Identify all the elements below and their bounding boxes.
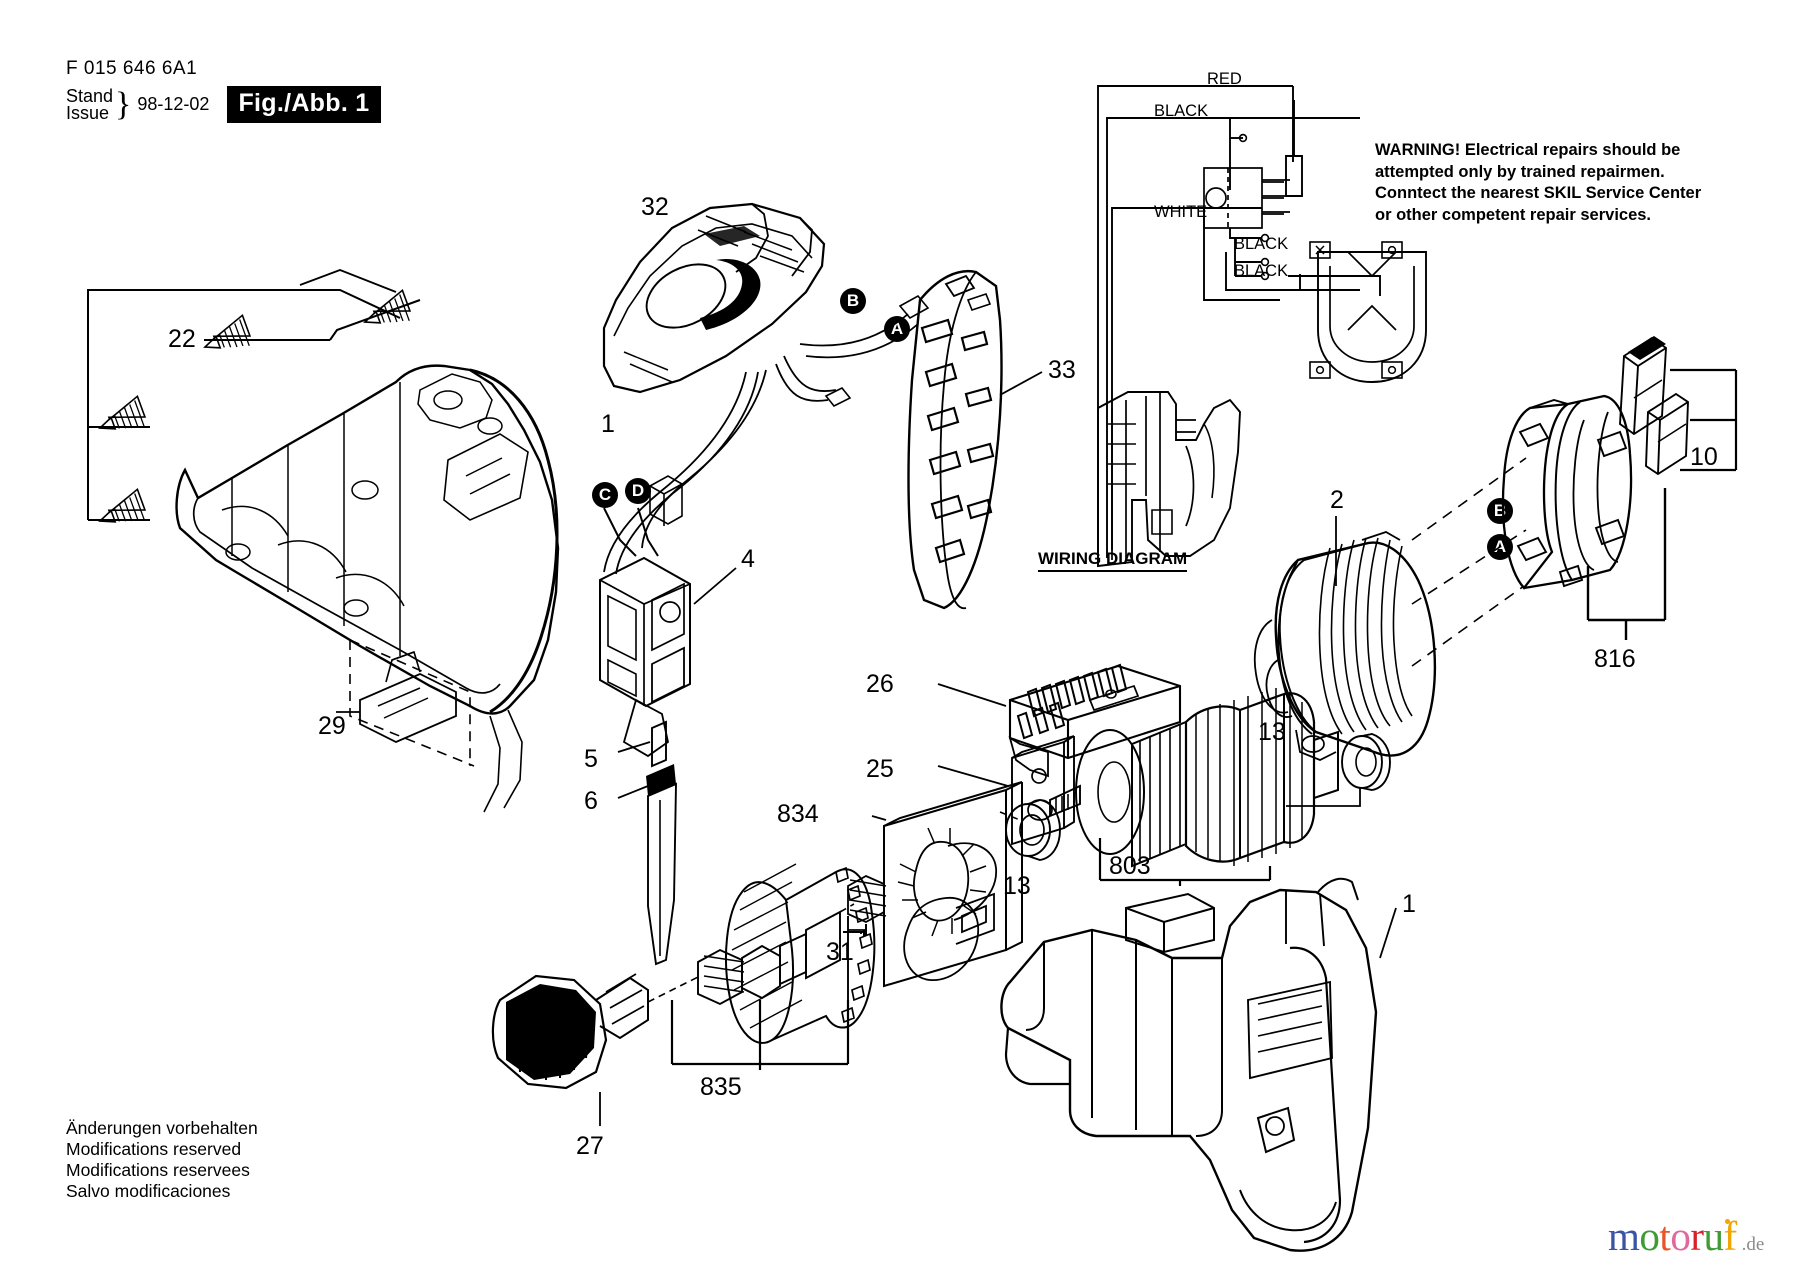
callout-22: 22 xyxy=(168,325,196,353)
part-32-nameplate xyxy=(602,202,826,394)
wm-letter-o1: o xyxy=(1639,1213,1660,1259)
badge-a-field: A xyxy=(1487,534,1513,560)
part-834-gear-plate xyxy=(871,781,1023,988)
warning-line-3: Conntect the nearest SKIL Service Center xyxy=(1375,184,1702,202)
part-26-gear-cover xyxy=(937,663,1182,778)
motor-housing-half xyxy=(175,364,560,813)
badge-a-switch: A xyxy=(884,316,910,342)
stand-issue-labels: Stand Issue xyxy=(66,85,114,123)
wire-label-black-mid: BLACK xyxy=(1232,235,1291,254)
callout-26: 26 xyxy=(866,670,894,698)
callout-1-housing: 1 xyxy=(601,410,615,438)
bracket-22 xyxy=(87,269,421,521)
switch-wire-harness xyxy=(603,294,930,575)
callout-4: 4 xyxy=(741,545,755,573)
issue-date: 98-12-02 xyxy=(137,94,210,114)
badge-d-switch: D xyxy=(625,478,651,504)
callout-834: 834 xyxy=(777,800,819,828)
wiring-drill-pictograph xyxy=(1097,391,1241,568)
part-33-handle-cover xyxy=(907,269,1043,610)
wm-dot xyxy=(1724,1219,1730,1224)
stand-label: Stand xyxy=(66,85,114,106)
callout-27: 27 xyxy=(576,1132,604,1160)
wiring-diagram-caption: WIRING DIAGRAM xyxy=(1038,549,1188,572)
callout-816: 816 xyxy=(1594,645,1636,673)
footer-es: Salvo modificaciones xyxy=(66,1181,231,1201)
screw-22-c xyxy=(93,395,149,442)
callout-803: 803 xyxy=(1109,852,1151,880)
footer-de: Änderungen vorbehalten xyxy=(66,1118,258,1138)
brace-glyph: } xyxy=(115,85,132,123)
wiring-field-symbol xyxy=(1309,241,1427,383)
part-13-bearing-left xyxy=(999,799,1061,868)
callout-6: 6 xyxy=(584,787,598,815)
part-803-armature xyxy=(1049,688,1391,886)
motoruf-watermark: motoruf.de xyxy=(1608,1212,1764,1260)
wm-letter-r: r xyxy=(1690,1213,1704,1259)
part-816-brush-holder xyxy=(1411,394,1667,667)
footer-en: Modifications reserved xyxy=(66,1139,242,1159)
figure-badge: Fig./Abb. 1 xyxy=(227,86,381,123)
wm-letter-t: t xyxy=(1659,1213,1671,1259)
warning-line-2: attempted only by trained repairmen. xyxy=(1375,162,1665,181)
callout-33: 33 xyxy=(1048,356,1076,384)
badge-b-switch: B xyxy=(840,288,866,314)
callout-835: 835 xyxy=(700,1073,742,1101)
part-25-plate xyxy=(937,735,1075,846)
part-29-clip xyxy=(336,650,457,743)
callout-25: 25 xyxy=(866,755,894,783)
part-10-carbon-brushes xyxy=(1619,336,1738,476)
footer-fr: Modifications reservees xyxy=(66,1160,250,1180)
part-4-switch xyxy=(599,475,737,758)
part-27-chuck xyxy=(491,973,701,1126)
wm-letter-f: f xyxy=(1723,1213,1737,1259)
electrical-warning-text: WARNING! Electrical repairs should be at… xyxy=(1375,140,1775,226)
wire-label-red: RED xyxy=(1205,70,1244,89)
badge-c-switch: C xyxy=(592,482,618,508)
callout-31: 31 xyxy=(826,938,854,966)
callout-1-tool: 1 xyxy=(1402,890,1416,918)
part-5-6-shaft xyxy=(617,720,677,966)
issue-label: Issue xyxy=(66,102,110,123)
callout-13-bearing-a: 13 xyxy=(1003,872,1031,900)
wm-letter-u: u xyxy=(1703,1213,1724,1259)
wire-label-black-bottom: BLACK xyxy=(1232,262,1291,281)
badge-b-field: B xyxy=(1487,498,1513,524)
wire-label-white: WHITE xyxy=(1152,203,1210,222)
wire-label-black-top: BLACK xyxy=(1152,102,1211,121)
wm-suffix: .de xyxy=(1741,1234,1765,1255)
callout-2: 2 xyxy=(1330,486,1344,514)
spindle-gear-assembly xyxy=(670,863,876,1070)
screw-22-b xyxy=(358,289,414,336)
screw-22-d xyxy=(93,488,149,535)
modifications-footer: Änderungen vorbehalten Modifications res… xyxy=(66,1118,258,1202)
callout-10: 10 xyxy=(1690,443,1718,471)
callout-29: 29 xyxy=(318,712,346,740)
wm-letter-m: m xyxy=(1608,1213,1640,1259)
callout-13-bearing-b: 13 xyxy=(1258,718,1286,746)
sheet-header: F 015 646 6A1 Stand Issue } 98-12-02 Fig… xyxy=(66,58,381,123)
assembled-drill xyxy=(1000,877,1397,1252)
wm-letter-o2: o xyxy=(1670,1213,1691,1259)
callout-32: 32 xyxy=(641,193,669,221)
callout-5: 5 xyxy=(584,745,598,773)
warning-line-4: or other competent repair services. xyxy=(1375,205,1652,224)
part-code: F 015 646 6A1 xyxy=(66,58,198,79)
screw-22-a xyxy=(198,314,254,361)
warning-line-1: WARNING! Electrical repairs should be xyxy=(1375,141,1681,159)
